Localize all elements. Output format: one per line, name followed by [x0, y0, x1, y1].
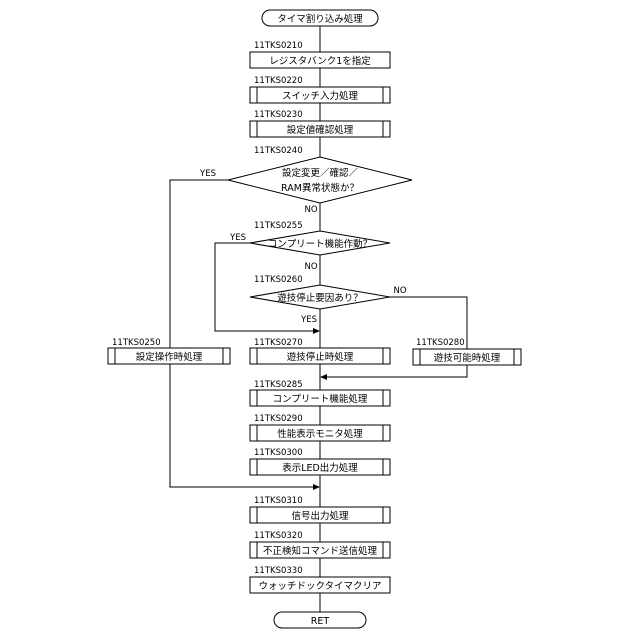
no-label: NO [304, 262, 317, 272]
arrowhead [320, 374, 327, 380]
step-label: 不正検知コマンド送信処理 [263, 545, 378, 557]
decision-label-line-2: RAM異常状態か？ [281, 182, 359, 194]
step-label: 遊技停止時処理 [287, 351, 354, 363]
step-code: 11TKS0320 [254, 531, 303, 541]
flow-line-yes-branch [215, 243, 314, 331]
step-code: 11TKS0270 [254, 338, 303, 348]
decision-setting-change: 11TKS0240 設定変更／確認／ RAM異常状態か？ YES NO [199, 146, 412, 215]
decision-diamond [228, 157, 412, 203]
step-setting-operation: 11TKS0250 設定操作時処理 [108, 338, 230, 364]
no-label: NO [393, 286, 406, 296]
step-label: ウォッチドックタイマクリア [258, 581, 381, 592]
step-label: レジスタバンク1を指定 [269, 55, 371, 67]
step-code: 11TKS0310 [254, 496, 303, 506]
step-label: 遊技可能時処理 [434, 352, 501, 364]
step-code: 11TKS0285 [254, 380, 303, 390]
step-label: スイッチ入力処理 [282, 90, 359, 102]
start-terminal-label: タイマ割り込み処理 [277, 13, 363, 25]
step-label: 性能表示モニタ処理 [277, 428, 363, 440]
decision-complete-function: 11TKS0255 コンプリート機能作動？ YES NO [229, 221, 390, 272]
arrowhead [313, 328, 320, 334]
step-code: 11TKS0250 [112, 338, 161, 348]
step-code: 11TKS0330 [254, 566, 303, 576]
yes-label: YES [229, 233, 246, 243]
step-code: 11TKS0280 [416, 338, 465, 348]
decision-code: 11TKS0240 [254, 146, 303, 156]
flow-line-merge [326, 365, 467, 377]
step-label: コンプリート機能処理 [273, 393, 368, 405]
step-code: 11TKS0290 [254, 414, 303, 424]
decision-stop-cause: 11TKS0260 遊技停止要因あり？ NO YES [250, 275, 407, 325]
decision-label-line-1: 設定変更／確認／ [282, 167, 359, 179]
step-label: 表示LED出力処理 [282, 462, 358, 474]
no-label: NO [304, 205, 317, 215]
decision-label: コンプリート機能作動？ [268, 238, 372, 250]
step-label: 設定操作時処理 [136, 351, 203, 363]
step-code: 11TKS0300 [254, 448, 303, 458]
decision-code: 11TKS0255 [254, 221, 303, 231]
start-terminal: タイマ割り込み処理 [262, 10, 378, 26]
flow-line-yes-branch [170, 180, 228, 348]
step-code: 11TKS0230 [254, 110, 303, 120]
end-terminal: RET [274, 612, 366, 628]
end-terminal-label: RET [311, 616, 330, 627]
step-label: 信号出力処理 [291, 510, 349, 522]
decision-code: 11TKS0260 [254, 275, 303, 285]
step-code: 11TKS0210 [254, 41, 303, 51]
step-label: 設定値確認処理 [287, 124, 354, 136]
step-code: 11TKS0220 [254, 76, 303, 86]
decision-label: 遊技停止要因あり？ [277, 292, 363, 304]
yes-label: YES [199, 169, 216, 179]
arrowhead [313, 484, 320, 490]
yes-label: YES [300, 315, 317, 325]
